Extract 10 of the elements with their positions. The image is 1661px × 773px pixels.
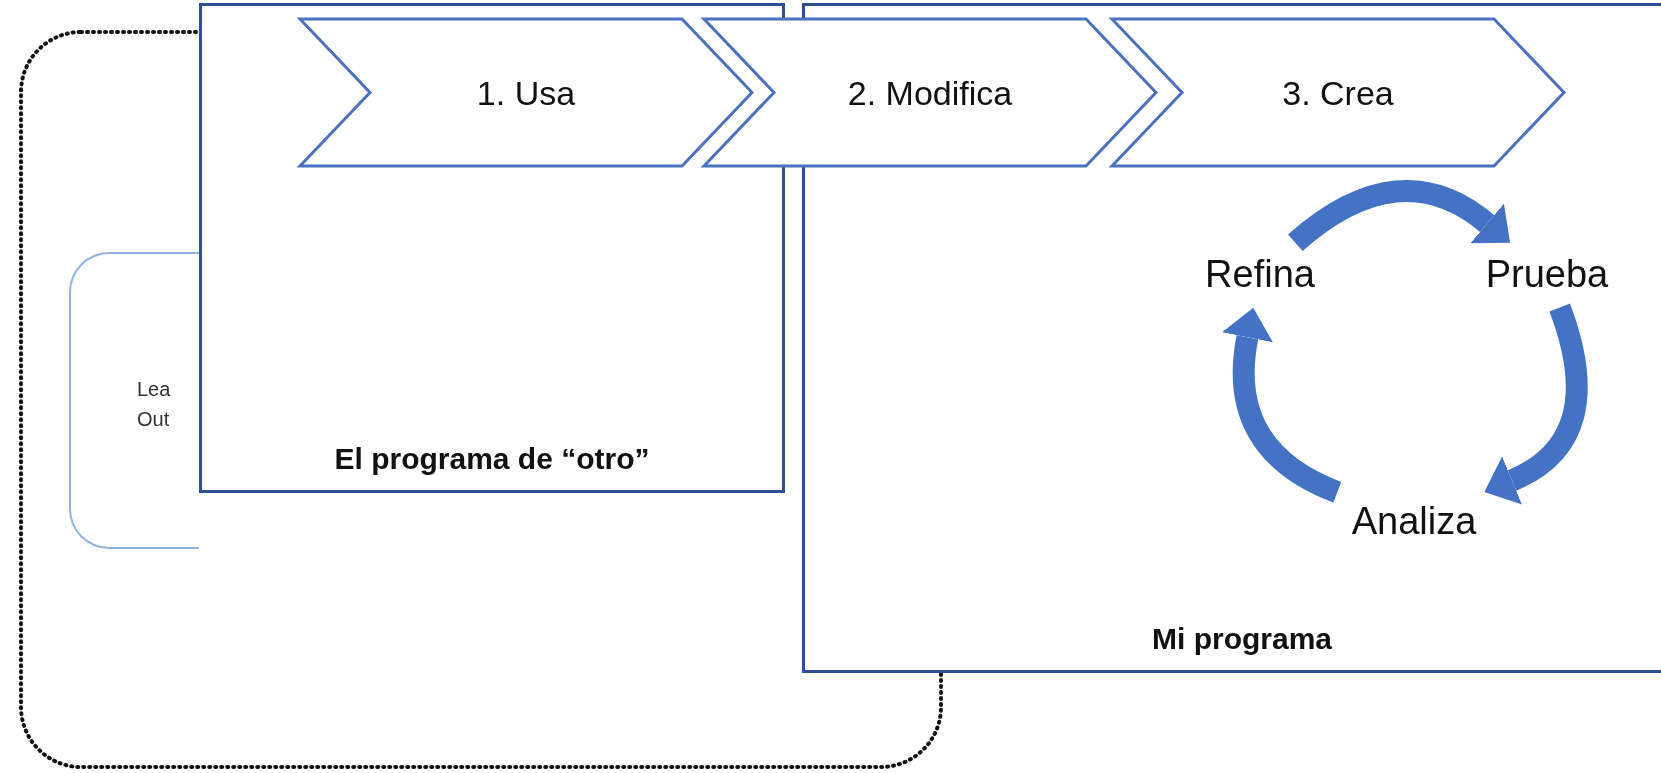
- cycle-step: Refina: [1190, 248, 1330, 300]
- cycle-step: Analiza: [1344, 495, 1484, 547]
- box-text: Lea Out: [137, 377, 172, 432]
- frame-title: El programa de “otro”: [333, 442, 651, 476]
- cycle-step: Prueba: [1472, 248, 1622, 300]
- cycle-arrow: [1485, 303, 1588, 504]
- frame-title: Mi programa: [1151, 622, 1333, 656]
- cycle-arrow: [1288, 180, 1512, 252]
- rounded-box: [69, 252, 199, 549]
- cycle-arrow: [1221, 307, 1342, 503]
